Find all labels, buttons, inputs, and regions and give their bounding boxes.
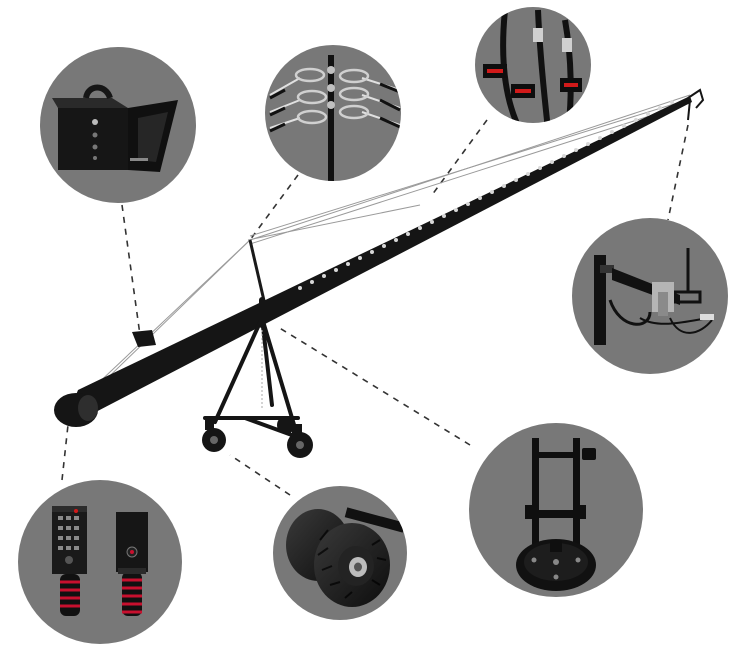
remote-control-icon	[52, 506, 148, 616]
cable-pulley-icon	[269, 55, 401, 181]
wheel-icon	[286, 507, 406, 607]
monitor-box-callout[interactable]	[40, 47, 196, 203]
remote-control-callout[interactable]	[18, 480, 182, 644]
leader-line-labels	[431, 119, 488, 196]
boom-pan-head	[687, 88, 705, 121]
leader-line-pulley	[249, 174, 299, 241]
cable-pulley-callout[interactable]	[265, 45, 401, 195]
crane-monitor-hood	[132, 330, 156, 347]
camera-mount-callout[interactable]	[572, 218, 728, 374]
leader-line-bracket	[277, 326, 471, 446]
cable-labels-callout[interactable]	[475, 7, 591, 130]
camera-crane	[54, 88, 705, 458]
cable-labels-icon	[483, 7, 582, 123]
leader-line-wheel	[229, 454, 291, 496]
crane-mast	[248, 239, 267, 306]
monitor-hood-icon	[52, 84, 178, 172]
boom-rivets	[298, 100, 674, 290]
bracket-base-icon	[516, 438, 596, 591]
pan-bracket-callout[interactable]	[469, 423, 643, 597]
leader-line-mount	[667, 124, 689, 221]
leader-line-remote	[61, 424, 69, 481]
wheel-callout[interactable]	[273, 486, 407, 620]
crane-boom	[72, 96, 692, 415]
leader-line-monitor	[121, 204, 141, 336]
support-cables	[74, 94, 691, 406]
pan-tilt-head-icon	[594, 248, 714, 345]
tripod-wheels	[202, 416, 313, 458]
